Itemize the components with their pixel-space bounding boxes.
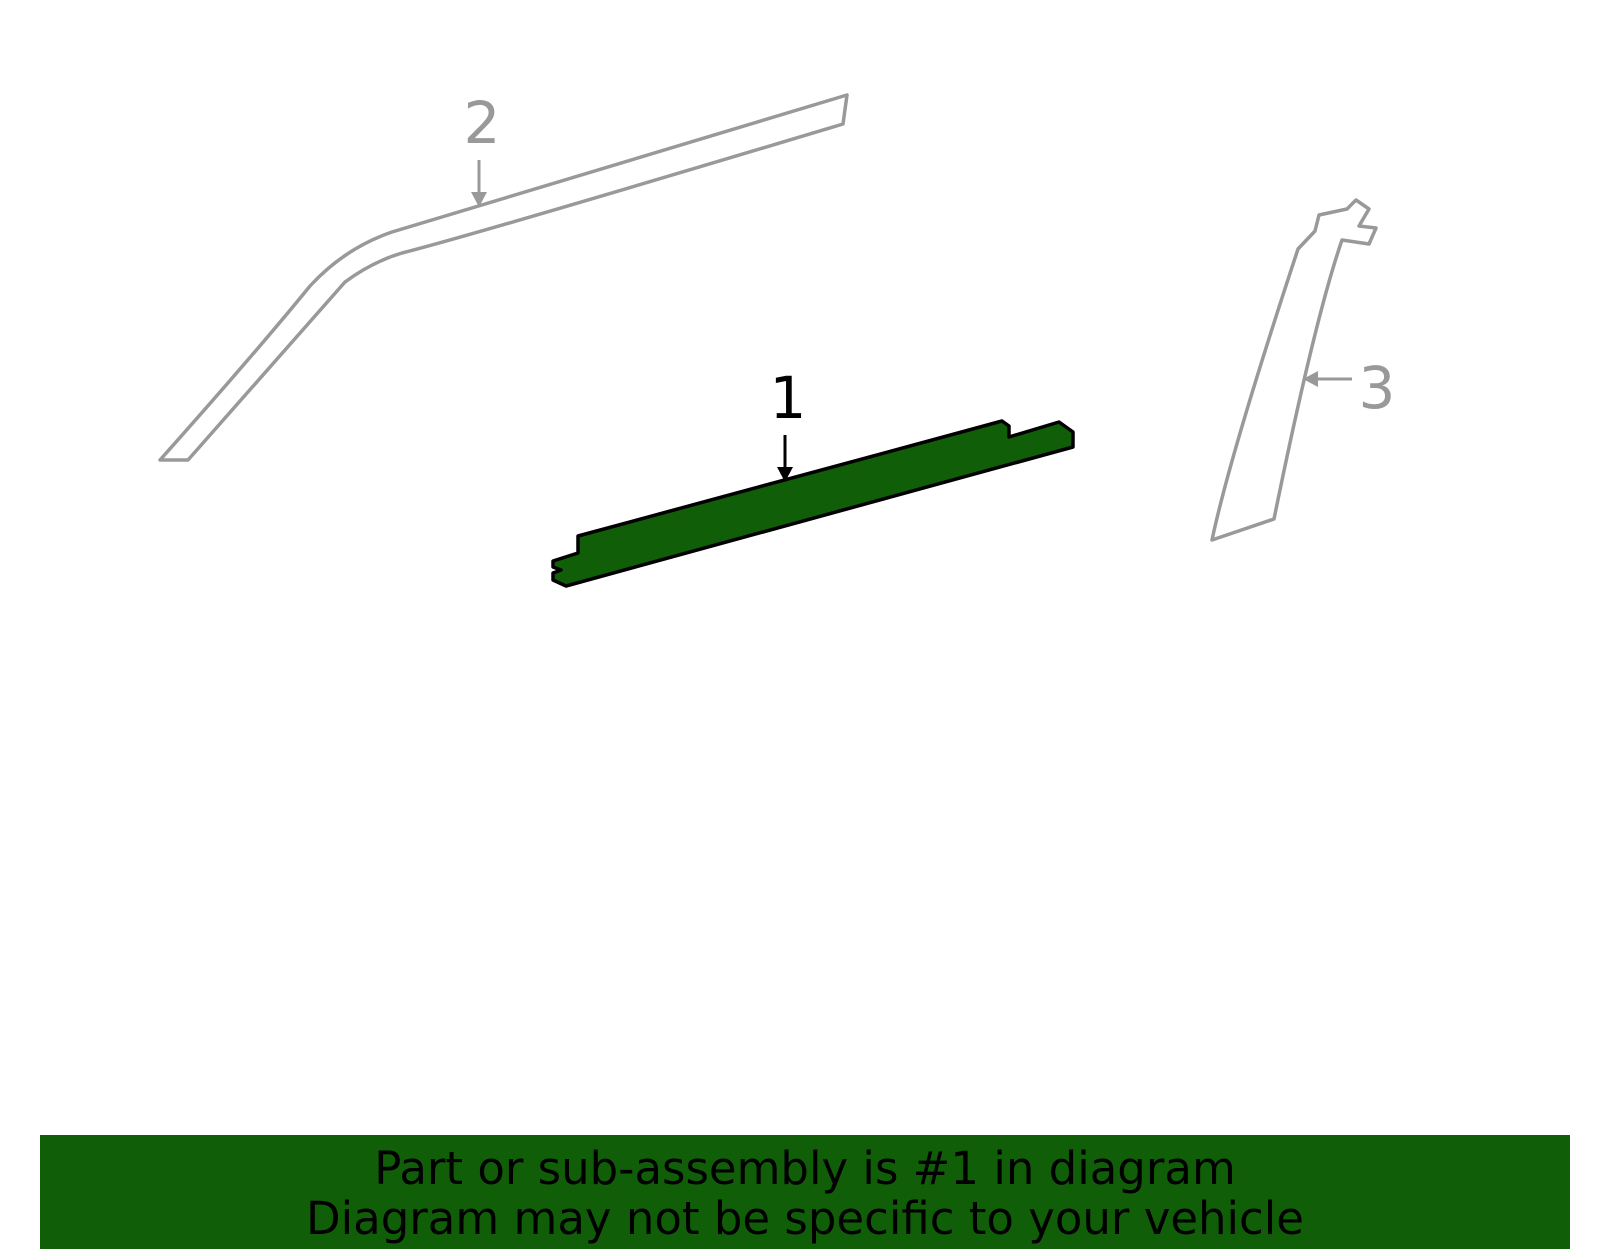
part-1-number: 1 — [770, 364, 807, 432]
banner-line-2: Diagram may not be specific to your vehi… — [306, 1192, 1304, 1245]
part-1-belt-molding[interactable] — [551, 419, 1075, 588]
banner-line-1: Part or sub-assembly is #1 in diagram — [374, 1142, 1236, 1195]
part-1-callout: 1 — [770, 364, 807, 482]
part-3-molding-outline — [1210, 198, 1378, 542]
part-2-arrowhead — [471, 192, 487, 207]
part-2-callout: 2 — [464, 89, 501, 207]
part-3-number: 3 — [1359, 354, 1396, 422]
disclaimer-banner: Part or sub-assembly is #1 in diagram Di… — [40, 1135, 1570, 1249]
part-2-molding-outline — [158, 93, 849, 462]
part-2-number: 2 — [464, 89, 501, 157]
part-3-arrowhead — [1303, 371, 1318, 387]
part-1-arrowhead — [777, 467, 793, 482]
part-3-callout: 3 — [1303, 354, 1395, 422]
